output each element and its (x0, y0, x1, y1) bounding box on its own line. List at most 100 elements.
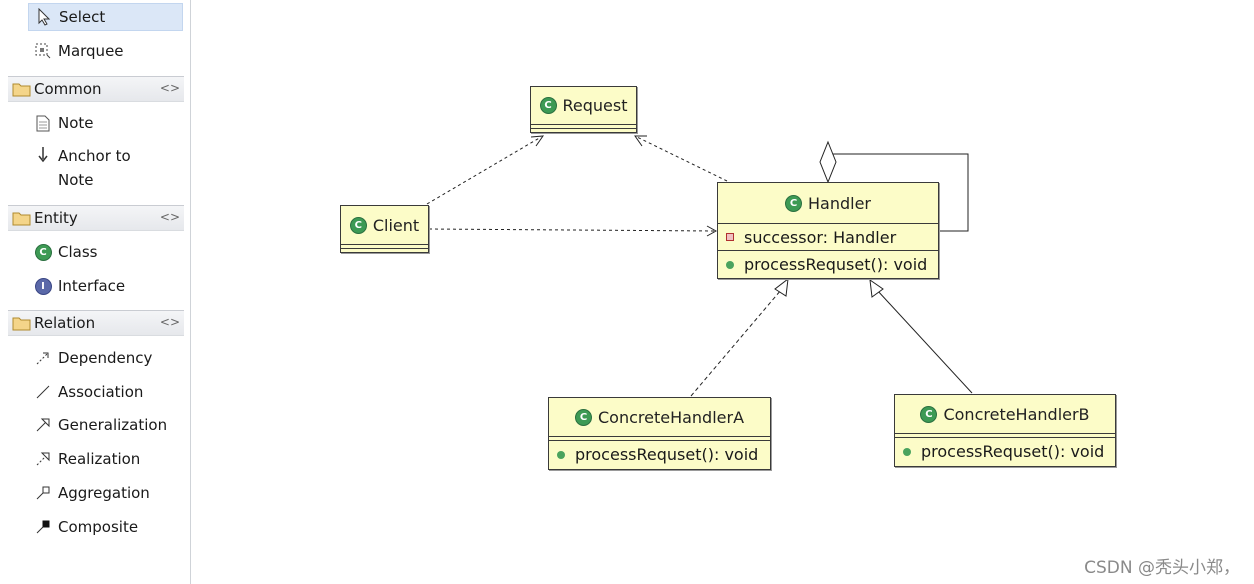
generalization-triangle-icon (774, 277, 789, 297)
folder-icon (12, 314, 34, 332)
attribute: successor: Handler (744, 227, 897, 247)
folder-icon (12, 80, 34, 98)
generalization-concretea-handler[interactable] (690, 289, 782, 397)
anchor-arrow-icon (32, 144, 54, 164)
association-icon (32, 382, 54, 402)
group-title: Entity (34, 209, 78, 227)
composite-icon (32, 517, 54, 537)
method: processRequset(): void (575, 445, 759, 464)
collapse-toggle-icon[interactable]: <> (159, 81, 180, 95)
watermark: CSDN @秃头小郑， (1084, 558, 1240, 578)
class-client[interactable]: C Client (340, 205, 429, 253)
class-header: C Client (341, 206, 428, 244)
note-icon (32, 113, 54, 133)
class-icon: C (920, 405, 938, 423)
aggregation-icon (32, 483, 54, 503)
methods-compartment (531, 128, 636, 132)
arrowhead-open-icon (530, 135, 545, 147)
class-name: Handler (808, 193, 871, 213)
arrowhead-open-icon (706, 225, 718, 237)
group-title: Relation (34, 314, 96, 332)
folder-icon (12, 209, 34, 227)
aggregation-self-successor[interactable] (828, 153, 969, 232)
class-icon: C (539, 97, 557, 114)
class-name: Client (372, 215, 420, 235)
tool-label: Anchor to Note (58, 147, 131, 189)
class-header: C ConcreteHandlerA (549, 398, 770, 436)
tool-composite[interactable]: Composite (28, 513, 183, 541)
tool-label: Dependency (58, 349, 153, 367)
tool-label: Generalization (58, 416, 168, 434)
attributes-compartment (895, 433, 1115, 437)
dependency-client-request[interactable] (426, 136, 542, 205)
tool-aggregation[interactable]: Aggregation (28, 479, 183, 507)
attributes-compartment: successor: Handler (718, 223, 938, 250)
tool-label: Note (58, 114, 94, 132)
attributes-compartment (531, 124, 636, 128)
connectors-layer (426, 135, 973, 397)
realization-icon (32, 449, 54, 469)
class-icon: C (785, 194, 802, 212)
tool-label: Interface (58, 277, 126, 295)
interface-icon: I (32, 276, 54, 296)
cursor-icon (33, 7, 55, 27)
method: processRequset(): void (744, 255, 928, 274)
methods-compartment: processRequset(): void (718, 250, 938, 278)
marquee-icon (32, 41, 54, 61)
tool-label: Realization (58, 450, 141, 468)
tool-marquee[interactable]: Marquee (28, 37, 183, 65)
tool-association[interactable]: Association (28, 378, 183, 406)
class-concrete-handler-b[interactable]: C ConcreteHandlerB processRequset(): voi… (894, 394, 1116, 467)
public-method-icon (726, 260, 734, 269)
tool-dependency[interactable]: Dependency (28, 344, 183, 372)
class-icon: C (574, 408, 592, 426)
generalization-concreteb-handler[interactable] (876, 289, 973, 394)
palette-panel: Select Marquee Common <> Note Anchor to … (0, 0, 191, 584)
class-icon: C (349, 216, 367, 234)
attributes-compartment (341, 244, 428, 248)
methods-compartment (341, 248, 428, 252)
tool-generalization[interactable]: Generalization (28, 411, 183, 439)
tool-select[interactable]: Select (28, 3, 183, 31)
tool-label: Composite (58, 518, 139, 536)
class-request[interactable]: C Request (530, 86, 637, 133)
method: processRequset(): void (921, 442, 1105, 461)
attributes-compartment (549, 436, 770, 440)
private-field-icon (726, 233, 734, 241)
class-icon: C (32, 242, 54, 262)
tool-label: Class (58, 243, 98, 261)
class-name: ConcreteHandlerB (943, 404, 1090, 424)
tool-label: Select (59, 8, 106, 26)
tool-anchor-to-note[interactable]: Anchor to Note (28, 140, 183, 190)
aggregation-diamond-icon (819, 140, 837, 184)
class-header: C Handler (718, 183, 938, 223)
collapse-toggle-icon[interactable]: <> (159, 315, 180, 329)
class-header: C Request (531, 87, 636, 124)
tool-note[interactable]: Note (28, 109, 183, 137)
dependency-handler-request[interactable] (636, 136, 728, 182)
public-method-icon (557, 450, 565, 459)
tool-label: Aggregation (58, 484, 150, 502)
collapse-toggle-icon[interactable]: <> (159, 210, 180, 224)
class-name: Request (562, 96, 628, 115)
generalization-icon (32, 415, 54, 435)
arrowhead-open-icon (634, 135, 647, 147)
palette-group-relation[interactable]: Relation <> (8, 310, 184, 336)
class-handler[interactable]: C Handler successor: Handler processRequ… (717, 182, 939, 279)
class-name: ConcreteHandlerA (597, 407, 745, 427)
tool-realization[interactable]: Realization (28, 445, 183, 473)
tool-interface[interactable]: I Interface (28, 272, 183, 300)
palette-group-entity[interactable]: Entity <> (8, 205, 184, 231)
palette-group-common[interactable]: Common <> (8, 76, 184, 102)
group-title: Common (34, 80, 102, 98)
dependency-icon (32, 348, 54, 368)
diagram-canvas[interactable]: C Request C Client C Handler successor: … (191, 0, 1254, 584)
class-concrete-handler-a[interactable]: C ConcreteHandlerA processRequset(): voi… (548, 397, 771, 470)
dependency-client-handler[interactable] (428, 228, 716, 232)
methods-compartment: processRequset(): void (895, 437, 1115, 465)
tool-label: Association (58, 383, 144, 401)
generalization-triangle-icon (869, 278, 884, 298)
methods-compartment: processRequset(): void (549, 440, 770, 468)
public-method-icon (903, 447, 911, 456)
tool-class[interactable]: C Class (28, 238, 183, 266)
